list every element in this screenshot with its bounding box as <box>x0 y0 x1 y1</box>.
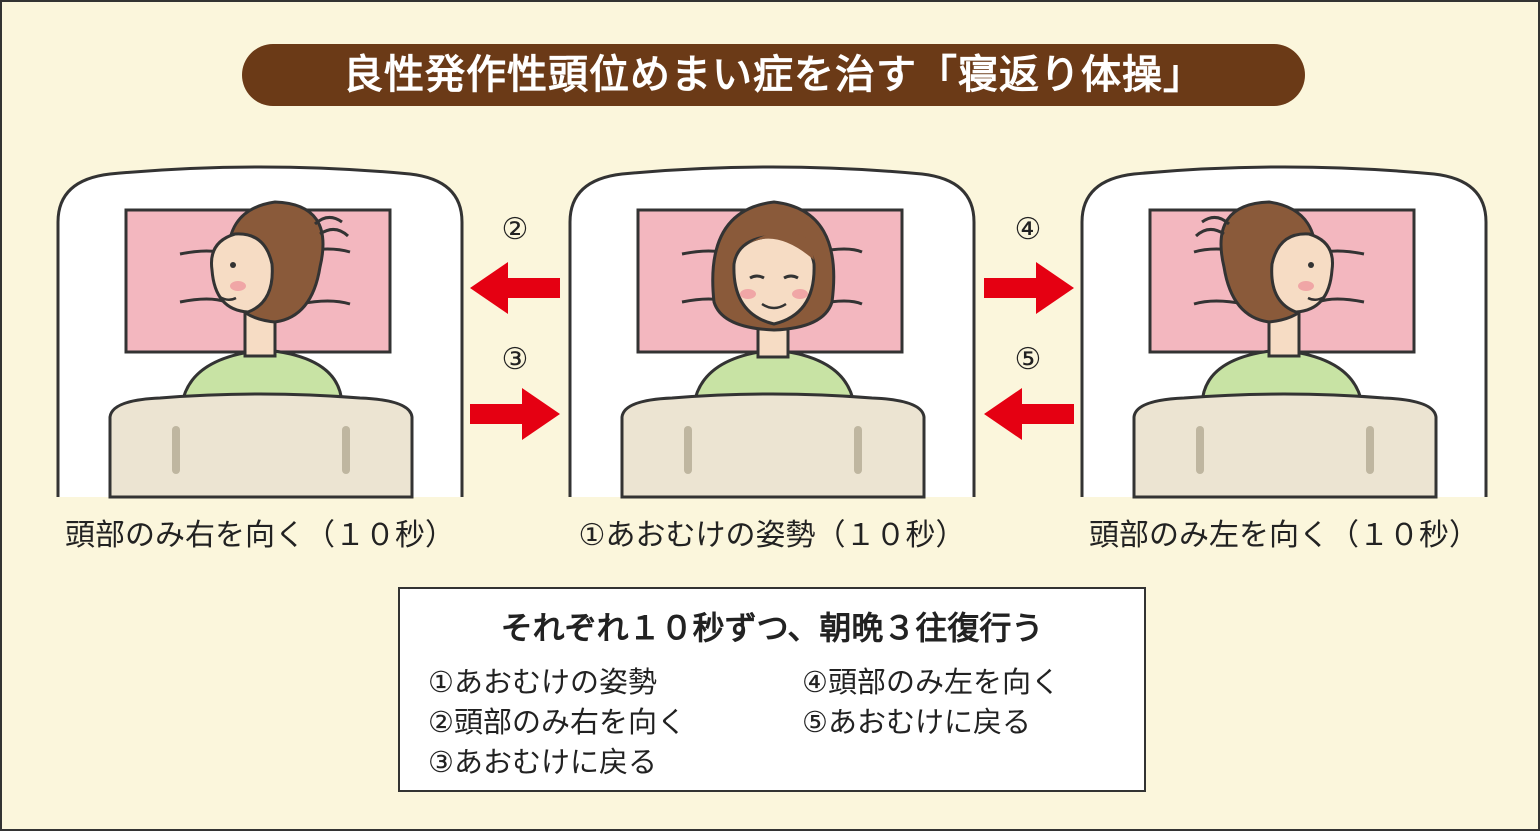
bed-illustration-front <box>568 165 976 499</box>
blanket <box>1132 392 1438 499</box>
bed-illustration-left <box>1080 165 1488 499</box>
caption-head-right: 頭部のみ右を向く（１０秒） <box>65 518 455 553</box>
summary-step-1: ①あおむけの姿勢 <box>428 665 657 699</box>
summary-step-5: ⑤あおむけに戻る <box>802 705 1031 739</box>
caption-face-up: ①あおむけの姿勢（１０秒） <box>578 518 966 553</box>
caption-head-left: 頭部のみ左を向く（１０秒） <box>1089 518 1479 553</box>
motion-lines <box>313 216 343 226</box>
title-text: 良性発作性頭位めまい症を治す「寝返り体操」 <box>343 52 1204 98</box>
blanket <box>620 392 926 499</box>
bed-illustration-right <box>56 165 464 499</box>
face <box>209 232 274 314</box>
summary-step-3: ③あおむけに戻る <box>428 745 657 779</box>
summary-step-4: ④頭部のみ左を向く <box>802 665 1060 699</box>
arrow-right-icon <box>984 262 1074 314</box>
arrow-label-5: ⑤ <box>1014 342 1042 377</box>
motion-lines <box>1201 216 1231 226</box>
summary-step-2: ②頭部のみ右を向く <box>428 705 686 739</box>
arrow-right-icon <box>470 388 560 440</box>
arrow-left-icon <box>984 388 1074 440</box>
arrow-label-3: ③ <box>501 342 529 377</box>
scene-face-up <box>562 152 982 502</box>
blanket <box>108 392 414 499</box>
scene-head-left <box>1074 152 1494 502</box>
scene-head-right <box>50 152 470 502</box>
title-banner: 良性発作性頭位めまい症を治す「寝返り体操」 <box>242 44 1305 106</box>
arrow-label-2: ② <box>501 212 529 247</box>
summary-box: それぞれ１０秒ずつ、朝晩３往復行う ①あおむけの姿勢 ②頭部のみ右を向く ③あお… <box>398 587 1146 792</box>
summary-heading: それぞれ１０秒ずつ、朝晩３往復行う <box>500 609 1044 647</box>
arrow-label-4: ④ <box>1014 212 1042 247</box>
face <box>1270 232 1335 314</box>
arrow-left-icon <box>470 262 560 314</box>
